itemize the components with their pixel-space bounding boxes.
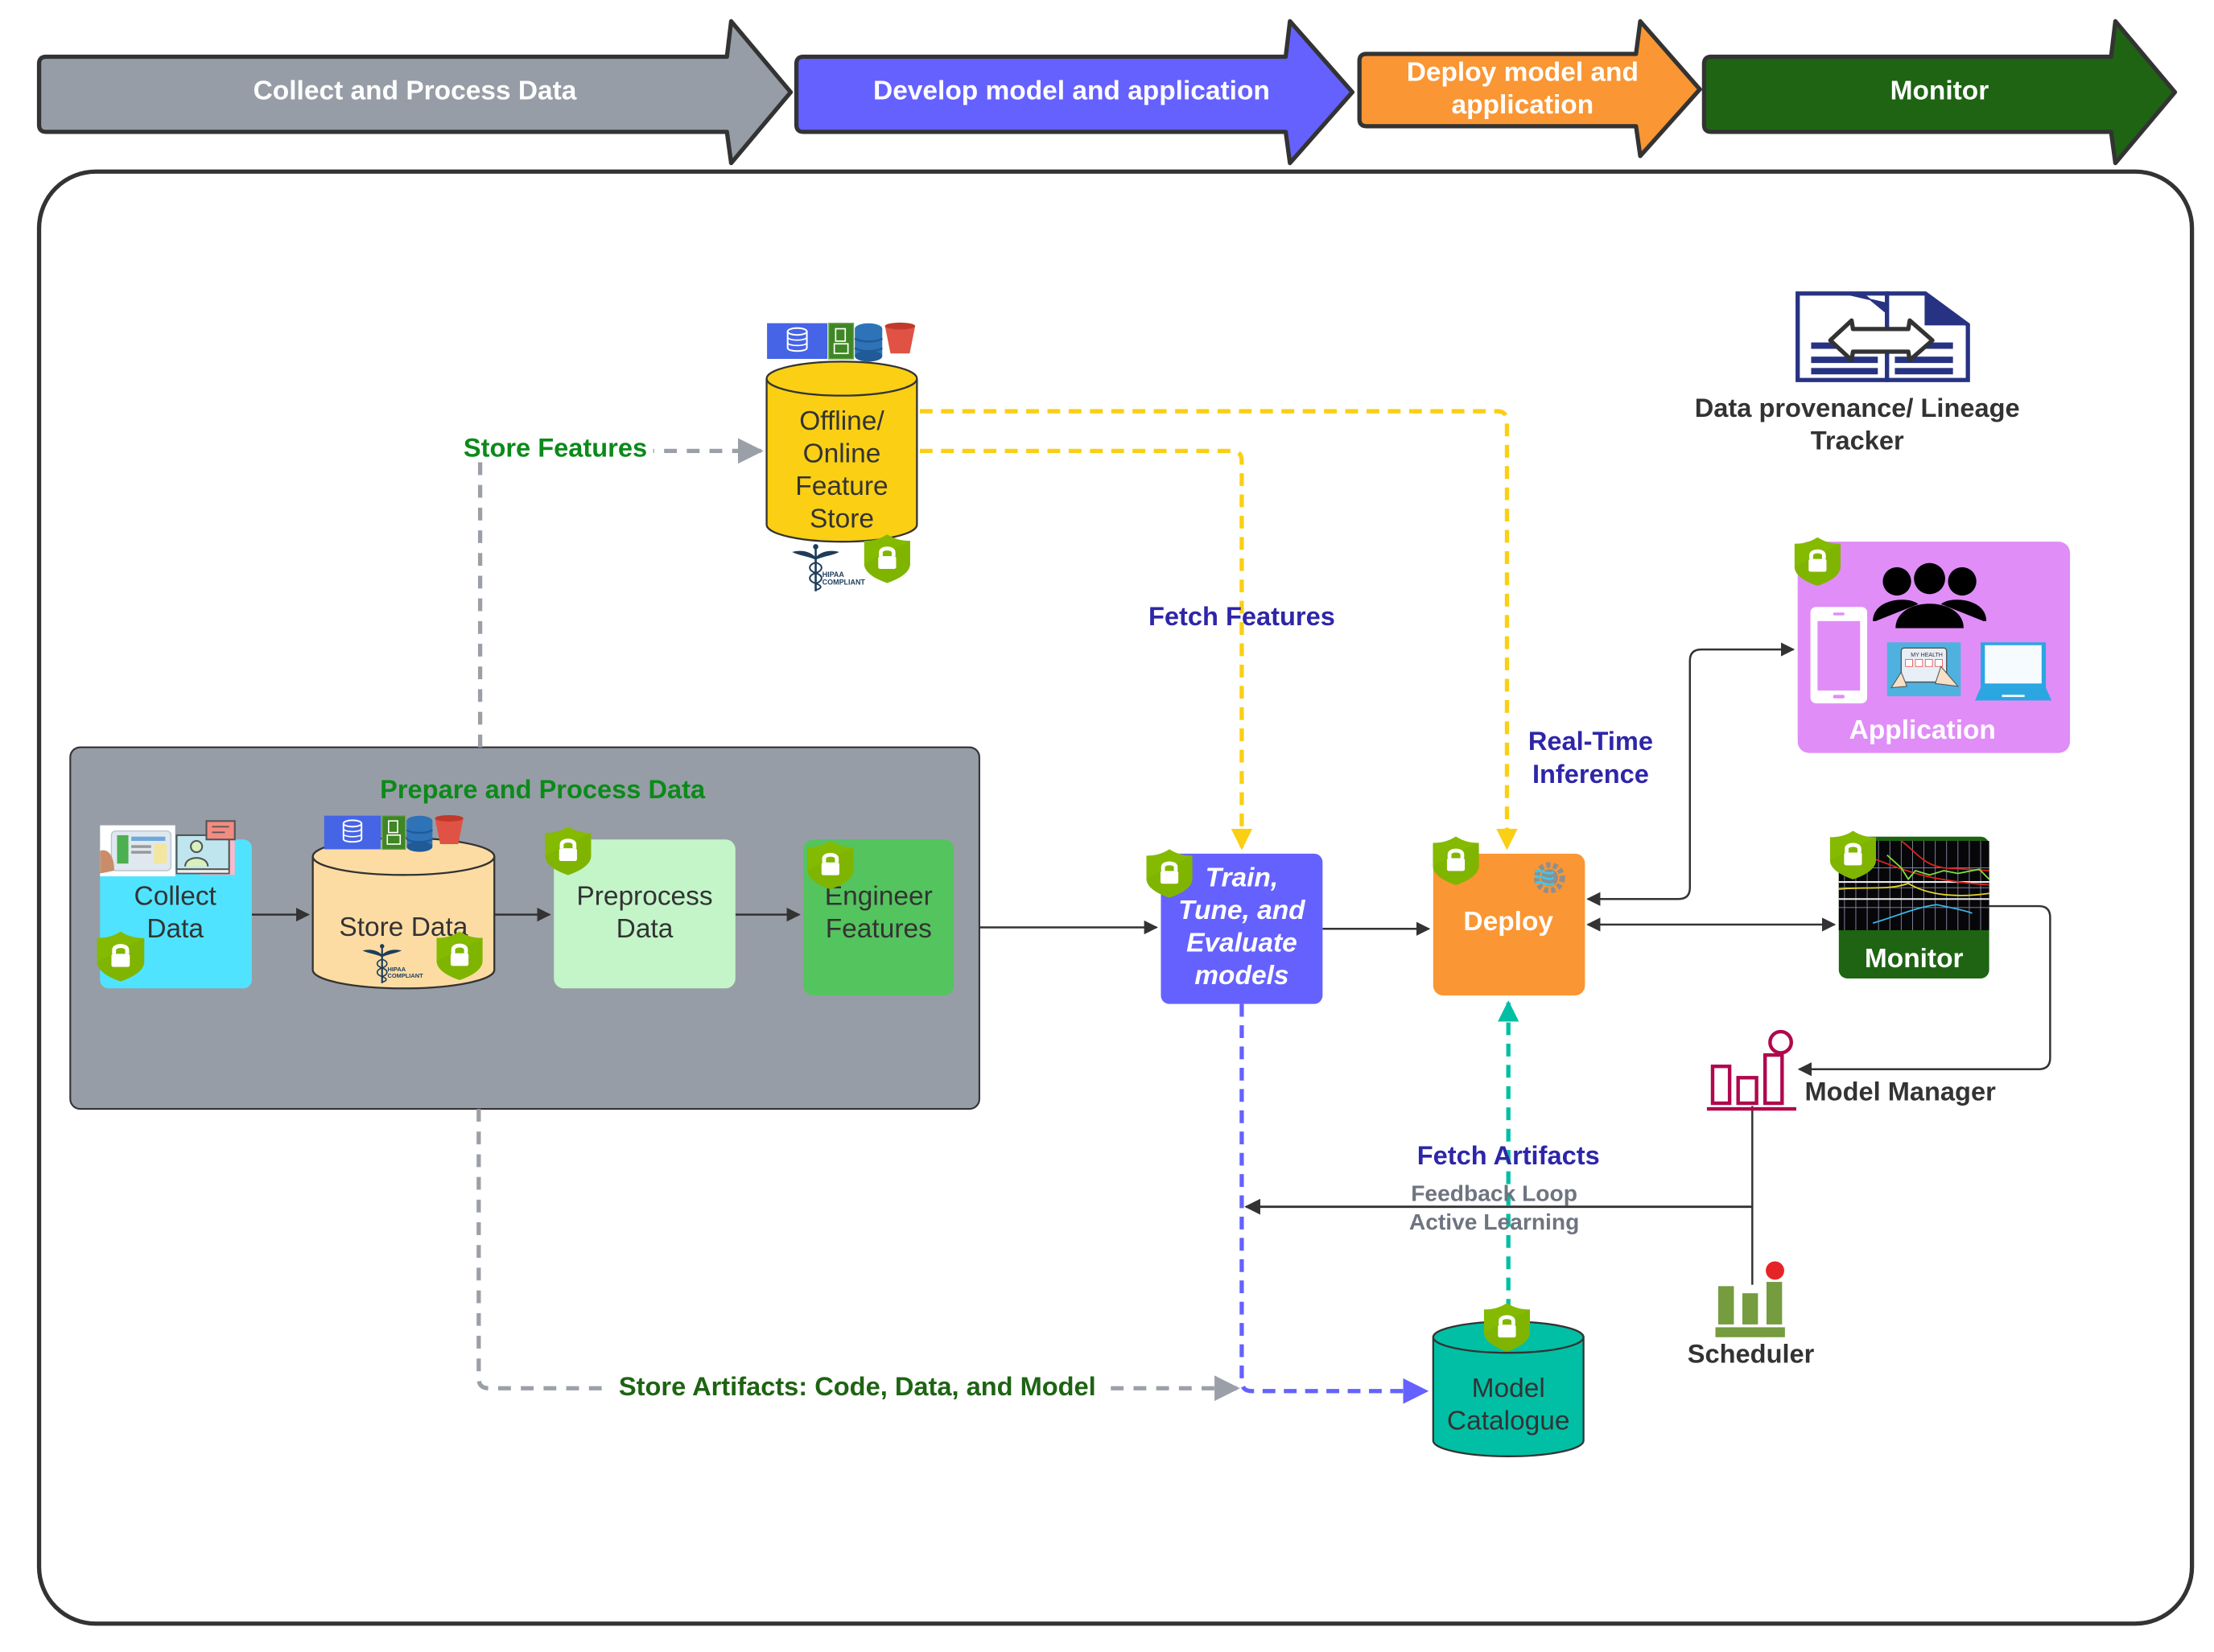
text-line: models [1194, 961, 1288, 991]
phase-arrow-shape [1701, 19, 2178, 166]
phase-arrow-shape [36, 19, 794, 166]
scheduler-icon [1715, 1261, 1785, 1337]
text-line: Train, [1206, 863, 1279, 892]
monitor-to-model-manager-edge [1797, 904, 2051, 1077]
text-line: Tune, and [1178, 896, 1306, 925]
gear-waves-icon [1533, 862, 1565, 894]
laptop-icon [1974, 642, 2052, 701]
text-line: Evaluate [1186, 928, 1297, 958]
prepare-process-group: Prepare and Process Data [69, 746, 980, 1110]
phase-arrow-shape [794, 19, 1355, 166]
text-line: Monitor [1890, 76, 1989, 105]
main-frame [36, 169, 2195, 1626]
text-line: Collect and Process Data [254, 76, 577, 105]
deploy-application-edge [1586, 642, 1796, 906]
train-box [1161, 853, 1323, 1004]
text-line: Deploy model and [1407, 57, 1639, 87]
phase-develop-model-and-application: Develop model and application [794, 19, 1355, 166]
store-data-node[interactable]: Store Data [311, 814, 496, 990]
text-line: Data [146, 914, 204, 944]
phase-arrow-shape [1357, 19, 1702, 159]
text-line: Model [1472, 1374, 1545, 1403]
monitor-node[interactable]: Monitor [1830, 830, 1990, 978]
phase-collect-and-process-data: Collect and Process Data [36, 19, 794, 166]
text-line: Develop model and application [873, 76, 1270, 105]
text-line: Deploy [1463, 907, 1553, 937]
text-line: Feature [795, 472, 888, 501]
text-line: Offline/ [799, 406, 884, 436]
phase-label: Collect and Process Data [254, 76, 577, 105]
fetch-artifacts-label: Fetch Artifacts [1417, 1140, 1600, 1170]
text-line: Online [803, 439, 881, 468]
text-line: Feedback Loop [1411, 1180, 1577, 1206]
tablet-text: MY HEALTH [1911, 653, 1943, 658]
fetch-features-edge [919, 448, 1253, 851]
scheduler-node[interactable]: Scheduler [1688, 1261, 1815, 1369]
text-line: Catalogue [1447, 1406, 1570, 1436]
text-line: Active Learning [1409, 1209, 1579, 1234]
text-line: Store [810, 505, 874, 534]
text-line: Engineer [825, 881, 933, 911]
model-manager-label: Model Manager [1805, 1076, 1997, 1106]
store-artifacts-label: Store Artifacts: Code, Data, and Model [619, 1371, 1096, 1401]
phase-banner: Collect and Process Data Develop model a… [36, 19, 2178, 166]
text-line: Tracker [1811, 426, 1904, 455]
monitor-label: Monitor [1865, 944, 1964, 974]
text-line: Features [826, 914, 932, 944]
tablet-form-icon [100, 825, 175, 877]
text-line: Data [616, 914, 674, 944]
phase-label: Develop model and application [873, 76, 1270, 105]
phase-label: Monitor [1890, 76, 1989, 105]
feature-store-cylinder-top [765, 360, 918, 397]
text-line: Real-Time [1528, 726, 1653, 756]
model-manager-node[interactable]: Model Manager [1706, 1029, 1997, 1111]
scheduler-label: Scheduler [1688, 1339, 1815, 1369]
model-catalogue-cylinder [1432, 1337, 1585, 1457]
model-manager-icon [1706, 1029, 1796, 1111]
prepare-process-title: Prepare and Process Data [380, 774, 706, 804]
users-group-icon [1873, 562, 1987, 628]
user-screen-icon [175, 820, 236, 875]
fetch-features-label: Fetch Features [1148, 601, 1335, 631]
store-artifacts-edge [476, 1109, 1240, 1402]
text-line: Inference [1532, 759, 1649, 789]
health-tablet-icon: MY HEALTH [1886, 642, 1961, 697]
preprocess-data-box [554, 839, 736, 989]
deploy-label: Deploy [1463, 907, 1553, 937]
smartphone-icon [1810, 607, 1868, 704]
text-line: Preprocess [576, 881, 712, 911]
text-line: Collect [134, 881, 217, 911]
phase-monitor: Monitor [1701, 19, 2178, 166]
feature-store-cylinder [765, 378, 918, 543]
deploy-node[interactable]: Deploy [1433, 837, 1585, 996]
application-node[interactable]: MY HEALTH Application [1795, 538, 2071, 753]
store-features-label: Store Features [464, 432, 647, 462]
document-exchange-icon [1796, 291, 1970, 382]
real-time-inference-edge [919, 409, 1518, 851]
text-line: Data provenance/ Lineage [1695, 393, 2020, 422]
train-to-catalogue-edge [1239, 1003, 1429, 1404]
text-line: application [1451, 90, 1594, 120]
application-label: Application [1849, 715, 1996, 745]
